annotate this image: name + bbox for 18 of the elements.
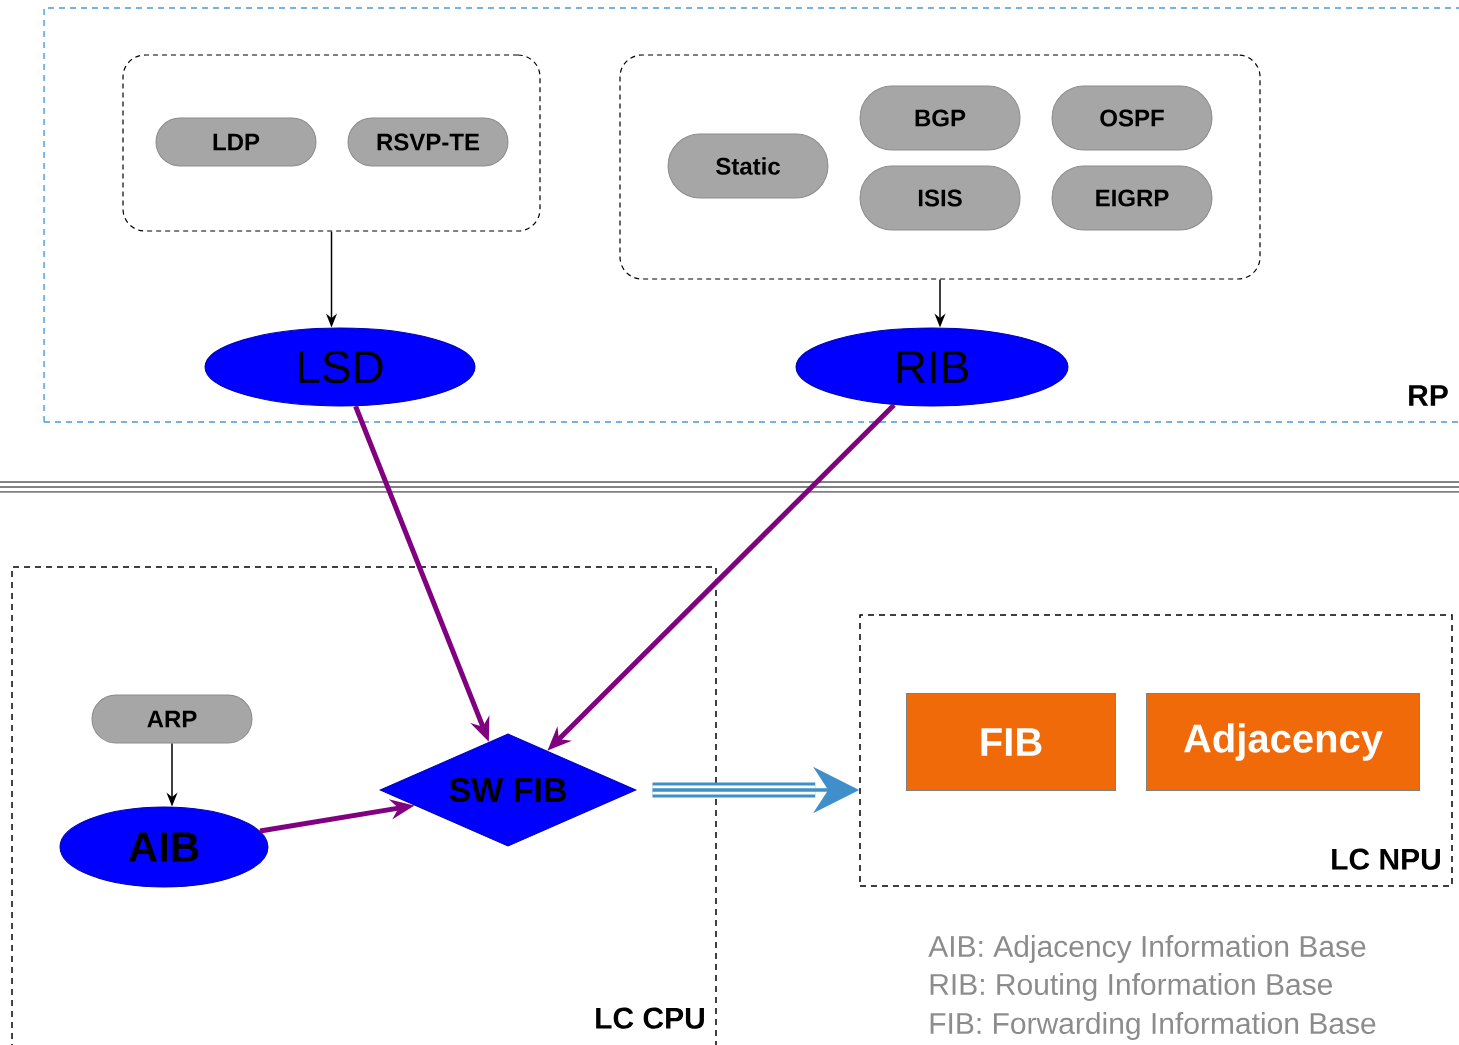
pill-box: ISIS — [859, 165, 1021, 231]
ellipse-node: RIB — [795, 327, 1069, 407]
dashed-group-box — [619, 54, 1261, 280]
pill-box: ARP — [91, 694, 253, 744]
pill-box: EIGRP — [1051, 165, 1213, 231]
abbreviation-note: RIB: Routing Information Base — [930, 973, 1333, 1001]
process-box: FIB — [906, 693, 1116, 791]
ellipse-node: LSD — [204, 327, 476, 407]
pill-box: Static — [667, 133, 829, 199]
pill-box: LDP — [155, 117, 317, 167]
pill-box: BGP — [859, 85, 1021, 151]
process-box: Adjacency — [1146, 693, 1420, 791]
dashed-group-box — [122, 54, 541, 232]
abbreviation-note: FIB: Forwarding Information Base — [930, 1012, 1376, 1040]
ellipse-node: AIB — [59, 806, 269, 888]
pill-box: OSPF — [1051, 85, 1213, 151]
abbreviation-note: AIB: Adjacency Information Base — [928, 935, 1366, 963]
pill-box: RSVP-TE — [347, 117, 509, 167]
